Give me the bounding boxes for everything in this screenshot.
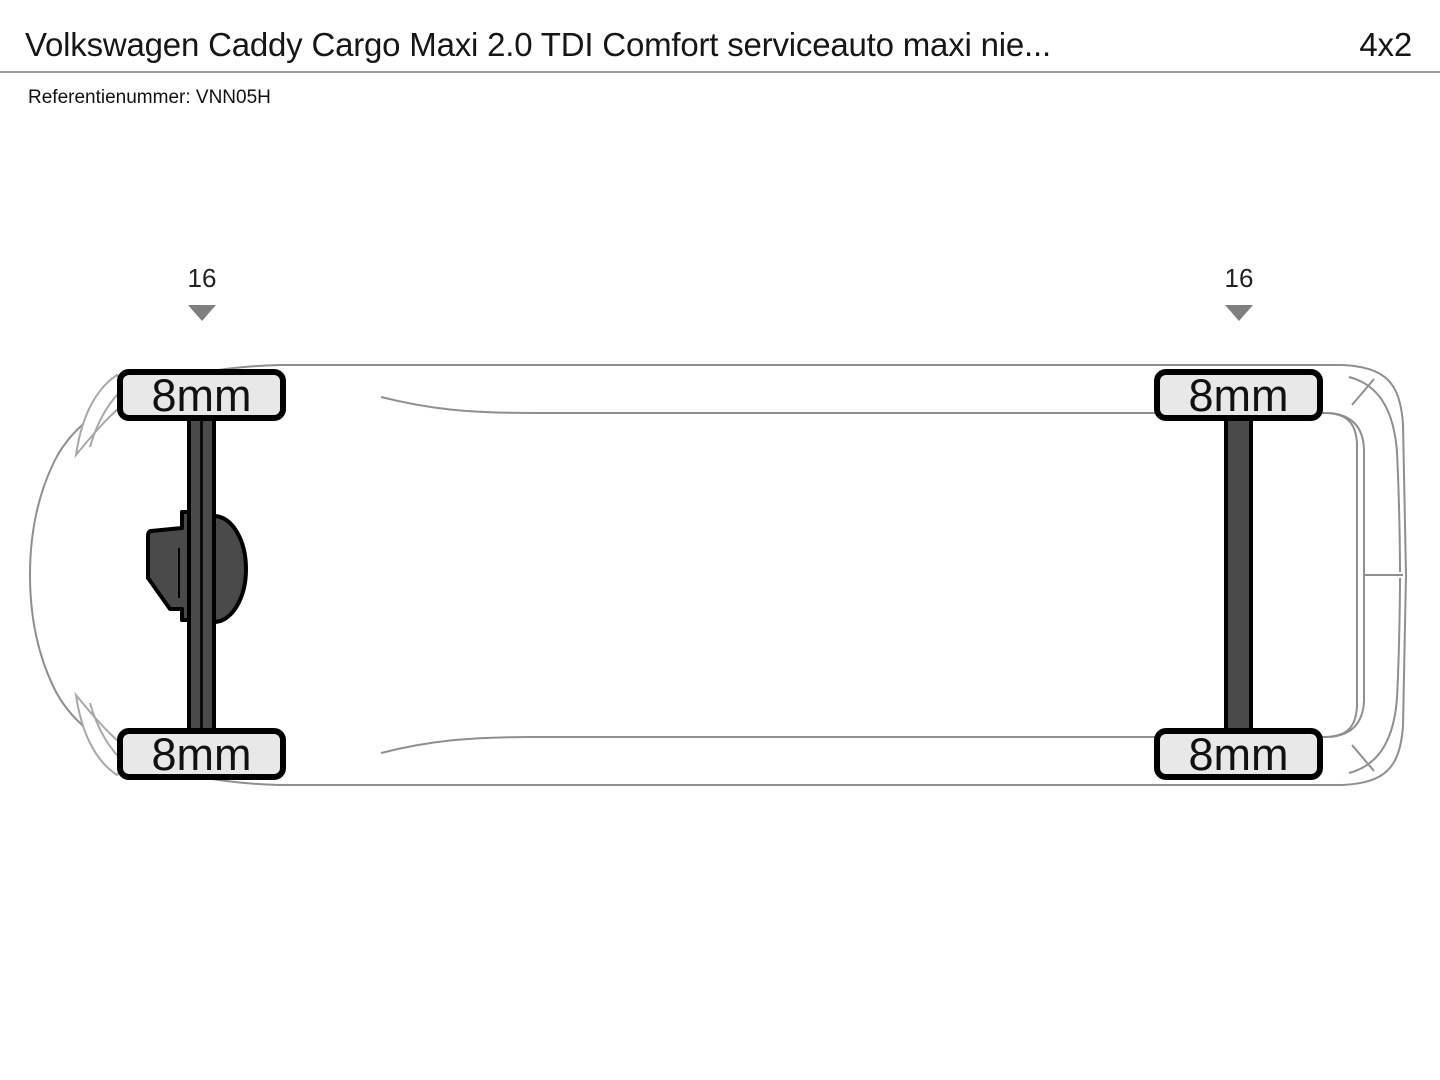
rear-corner-stroke-bottom [1351, 744, 1375, 772]
front-differential-housing [146, 510, 191, 622]
drivetrain-badge: 4x2 [1359, 26, 1412, 63]
tire-front-left-shape [117, 369, 286, 421]
rim-size-callout-rear: 16 [1225, 263, 1254, 321]
rear-pillar-line-top [1348, 376, 1401, 573]
van-top-view-svg: 8mm 8mm 8mm 8mm 16 16 [28, 263, 1408, 786]
rim-size-front-label: 16 [188, 263, 217, 293]
rear-door-frame-line [1329, 412, 1365, 738]
rear-pillar-line-bottom [1348, 577, 1401, 774]
tread-depth-front-right: 8mm [152, 729, 252, 780]
header: Volkswagen Caddy Cargo Maxi 2.0 TDI Comf… [25, 26, 1412, 64]
pointer-triangle-front-icon [188, 305, 216, 321]
body-side-inner-line [380, 396, 1358, 754]
page-title: Volkswagen Caddy Cargo Maxi 2.0 TDI Comf… [25, 26, 1051, 63]
reference-number: Referentienummer: VNN05H [28, 87, 271, 108]
van-body-outline [28, 364, 1408, 786]
rim-size-callout-front: 16 [188, 263, 217, 321]
header-divider [0, 71, 1440, 73]
pointer-triangle-rear-icon [1225, 305, 1253, 321]
tire-tread-diagram: 8mm 8mm 8mm 8mm 16 16 [0, 150, 1440, 850]
tread-depth-rear-right: 8mm [1189, 729, 1289, 780]
tire-rear-left-shape [1154, 369, 1323, 421]
rear-axle-shaft [1224, 411, 1253, 735]
tire-front-right-shape [117, 728, 286, 780]
rear-corner-stroke-top [1351, 378, 1375, 406]
tread-depth-rear-left: 8mm [1189, 370, 1289, 421]
front-differential-bulge [212, 514, 248, 624]
rim-size-rear-label: 16 [1225, 263, 1254, 293]
tire-rear-left: 8mm [1154, 369, 1323, 421]
tread-depth-front-left: 8mm [152, 370, 252, 421]
tire-front-right: 8mm [117, 728, 286, 780]
tire-rear-right-shape [1154, 728, 1323, 780]
tire-front-left: 8mm [117, 369, 286, 421]
tire-rear-right: 8mm [1154, 728, 1323, 780]
